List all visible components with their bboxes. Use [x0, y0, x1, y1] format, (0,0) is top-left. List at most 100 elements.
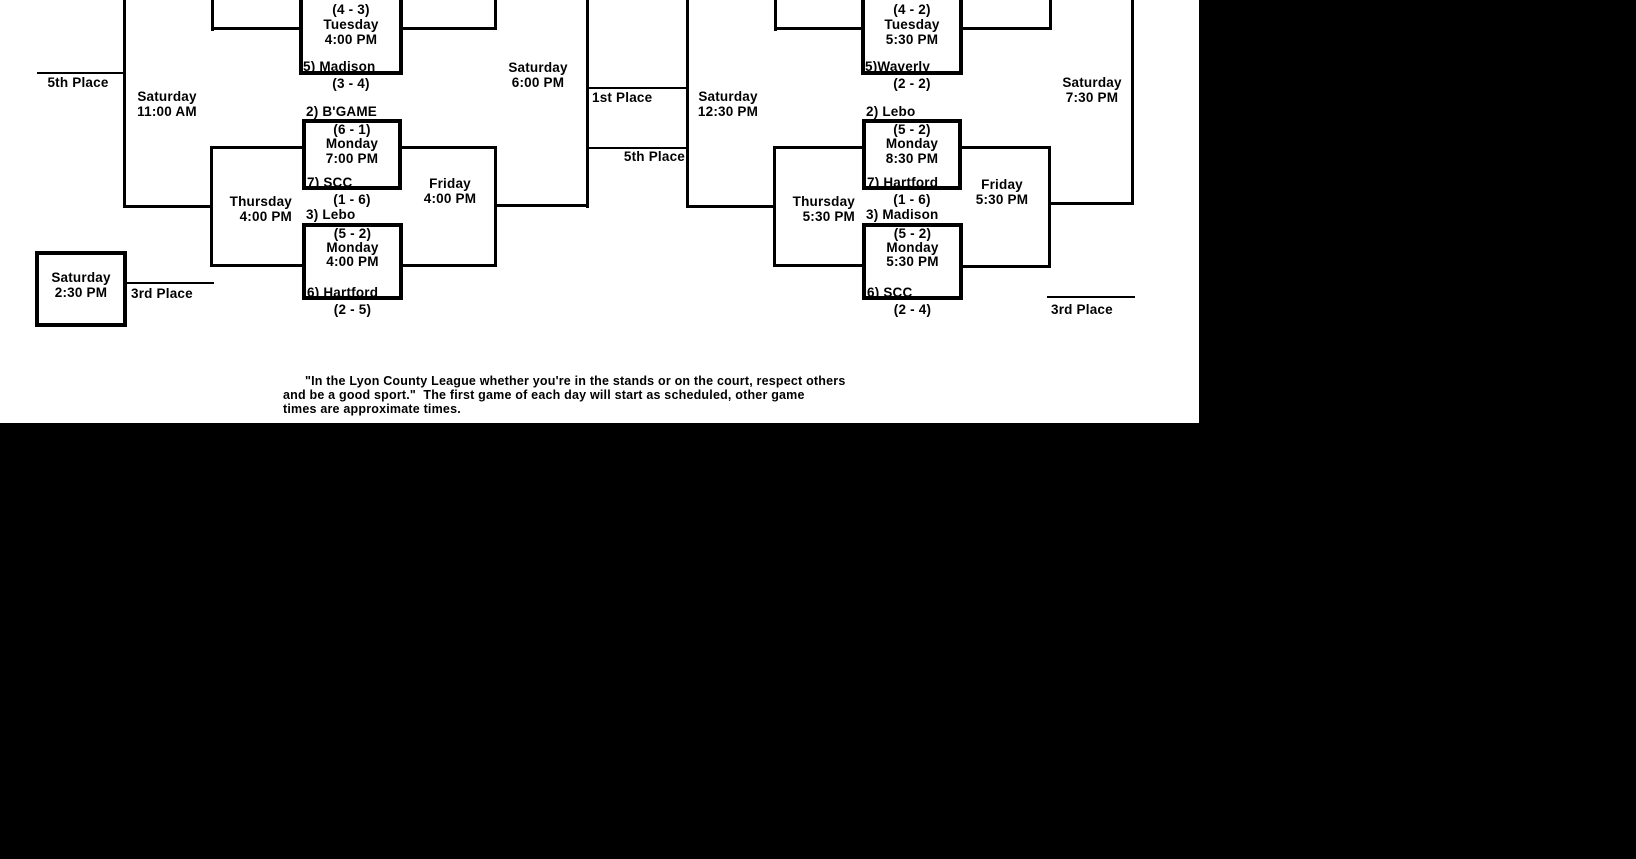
- first-place-line: [588, 87, 686, 89]
- right-qf-left-line: [774, 27, 863, 30]
- left-thursday-winner-line: [125, 205, 213, 208]
- left-game27-team-bottom: 7) SCC: [307, 175, 353, 190]
- left-qf-day: Tuesday: [323, 17, 379, 32]
- left-fifth-game-schedule: Saturday 11:00 AM: [127, 89, 207, 119]
- right-fifth-game-schedule: Saturday 12:30 PM: [686, 89, 770, 119]
- left-consolation-drop-line: [123, 0, 126, 208]
- right-qf-time: 5:30 PM: [885, 32, 939, 47]
- right-friday-bracket-line: [1048, 146, 1051, 268]
- footnote-line-2: and be a good sport." The first game of …: [283, 388, 805, 402]
- right-game27-day: Monday: [885, 136, 939, 151]
- right-fifth-game-time: 12:30 PM: [697, 104, 759, 119]
- right-game27-record-bottom: (1 - 6): [893, 192, 931, 207]
- left-thursday-day: Thursday: [229, 194, 292, 209]
- bracket-sheet: 5th Place Saturday 11:00 AM (4 - 3) Tues…: [0, 0, 1199, 423]
- left-third-game-time: 2:30 PM: [54, 285, 108, 300]
- left-qf-record-bottom: (3 - 4): [332, 76, 370, 91]
- left-friday-winner-line: [494, 204, 589, 207]
- left-final-time: 6:00 PM: [511, 75, 565, 90]
- left-third-game-box: [35, 251, 127, 327]
- left-third-place-label: 3rd Place: [131, 286, 193, 301]
- right-final-time: 7:30 PM: [1065, 90, 1119, 105]
- left-friday-top-line: [402, 146, 497, 149]
- left-fifth-place-line: [37, 72, 125, 74]
- right-qf-day: Tuesday: [884, 17, 940, 32]
- footnote-line-3: times are approximate times.: [283, 402, 461, 416]
- left-game36-team-bottom: 6) Hartford: [307, 285, 379, 300]
- right-game36-record-bottom: (2 - 4): [893, 302, 932, 317]
- left-qf-record-top: (4 - 3): [332, 2, 370, 17]
- left-qf-time: 4:00 PM: [324, 32, 378, 47]
- left-game36-record-top: (5 - 2): [333, 226, 372, 241]
- right-championship-line: [1131, 0, 1134, 205]
- right-consolation-drop-line: [686, 0, 689, 208]
- left-game27-time: 7:00 PM: [325, 151, 379, 166]
- left-friday-bottom-line: [402, 264, 497, 267]
- right-game27-team-bottom: 7) Hartford: [867, 175, 939, 190]
- right-quarterfinal-box: [861, 0, 963, 75]
- left-game27-record-top: (6 - 1): [333, 122, 371, 137]
- right-game27-box: [862, 119, 962, 190]
- left-final-day: Saturday: [508, 60, 568, 75]
- right-thursday-schedule: Thursday 5:30 PM: [773, 194, 855, 224]
- right-game36-day: Monday: [886, 240, 939, 255]
- right-qf-record-bottom: (2 - 2): [893, 76, 931, 91]
- left-game27-box: [302, 119, 402, 190]
- right-thursday-top-line: [773, 146, 864, 149]
- left-game36-record-bottom: (2 - 5): [333, 302, 372, 317]
- right-qf-winner-corner-line: [1049, 0, 1052, 30]
- left-thursday-schedule: Thursday 4:00 PM: [210, 194, 292, 224]
- right-friday-winner-line: [1048, 202, 1134, 205]
- left-qf-winner-corner-line: [494, 0, 497, 30]
- left-championship-line: [586, 0, 589, 208]
- left-qf-winner-line: [403, 27, 496, 30]
- right-game36-record-top: (5 - 2): [893, 226, 932, 241]
- left-thursday-top-line: [210, 146, 302, 149]
- left-friday-time: 4:00 PM: [423, 191, 477, 206]
- left-friday-day: Friday: [429, 176, 471, 191]
- right-qf-winner-line: [963, 27, 1052, 30]
- left-third-game-day: Saturday: [51, 270, 111, 285]
- left-fifth-place-label: 5th Place: [47, 75, 109, 90]
- right-friday-day: Friday: [981, 177, 1023, 192]
- right-friday-time: 5:30 PM: [975, 192, 1029, 207]
- left-third-place-line: [127, 282, 214, 284]
- left-game36-time: 4:00 PM: [326, 254, 379, 269]
- left-game36-box: [302, 223, 403, 300]
- footnote-line-1: "In the Lyon County League whether you'r…: [305, 374, 846, 388]
- right-game27-record-top: (5 - 2): [893, 122, 931, 137]
- left-qf-loser-corner-line: [211, 0, 214, 31]
- right-thursday-day: Thursday: [792, 194, 855, 209]
- left-thursday-bottom-line: [210, 264, 302, 267]
- right-third-place-line: [1047, 296, 1135, 298]
- right-qf-team-bottom: 5)Waverly: [865, 59, 931, 74]
- middle-fifth-place-label: 5th Place: [623, 149, 685, 164]
- right-thursday-winner-line: [688, 205, 776, 208]
- right-game36-box: [862, 223, 963, 300]
- left-final-schedule: Saturday 6:00 PM: [494, 60, 582, 90]
- left-game36-team-top: 3) Lebo: [306, 207, 356, 222]
- left-game27-record-bottom: (1 - 6): [333, 192, 371, 207]
- left-game27-day: Monday: [325, 136, 379, 151]
- right-game36-time: 5:30 PM: [886, 254, 939, 269]
- left-friday-schedule: Friday 4:00 PM: [405, 176, 495, 206]
- right-thursday-bottom-line: [773, 264, 864, 267]
- right-qf-loser-corner-line: [774, 0, 777, 31]
- right-game27-team-top: 2) Lebo: [866, 104, 916, 119]
- left-fifth-game-time: 11:00 AM: [137, 104, 197, 119]
- left-qf-left-line: [211, 27, 302, 30]
- left-fifth-game-day: Saturday: [137, 89, 197, 104]
- middle-fifth-place-line: [588, 147, 686, 149]
- right-friday-bottom-line: [962, 265, 1051, 268]
- right-fifth-game-day: Saturday: [698, 89, 758, 104]
- first-place-label: 1st Place: [592, 90, 653, 105]
- right-friday-top-line: [962, 146, 1051, 149]
- left-qf-team-bottom: 5) Madison: [303, 59, 376, 74]
- right-thursday-time: 5:30 PM: [802, 209, 855, 224]
- right-game27-time: 8:30 PM: [885, 151, 939, 166]
- left-game36-day: Monday: [326, 240, 379, 255]
- right-friday-schedule: Friday 5:30 PM: [960, 177, 1044, 207]
- right-final-schedule: Saturday 7:30 PM: [1049, 75, 1135, 105]
- right-game36-team-bottom: 6) SCC: [867, 285, 913, 300]
